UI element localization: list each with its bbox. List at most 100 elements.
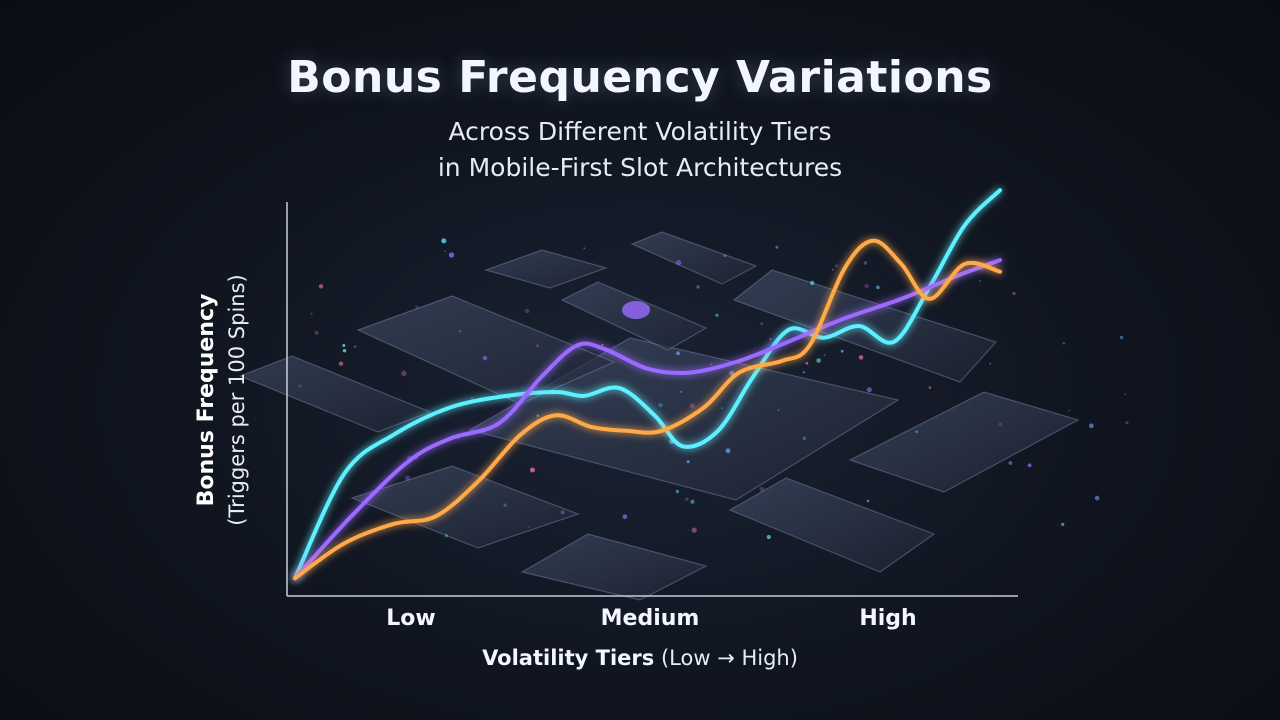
series-orange	[293, 238, 1002, 581]
device-card-bottom	[520, 533, 708, 601]
x-tick-medium: Medium	[600, 606, 700, 631]
bg-dot	[802, 436, 807, 441]
bg-dot	[989, 362, 992, 365]
bg-dot	[353, 345, 357, 349]
bg-dot	[675, 259, 682, 266]
bg-dot	[676, 351, 680, 356]
device-phone-bottom	[728, 477, 936, 573]
bg-dot	[536, 414, 539, 417]
bg-dot	[503, 503, 507, 507]
bg-dot	[1125, 421, 1129, 425]
axes	[286, 202, 1018, 597]
bg-dot	[314, 330, 319, 335]
bg-dot	[444, 250, 447, 253]
bg-dot	[310, 312, 313, 315]
bg-dot	[601, 344, 604, 346]
bg-dot	[805, 361, 809, 365]
phone-glow-disc	[622, 301, 650, 319]
bg-dot	[560, 510, 565, 515]
bg-dot	[715, 313, 719, 317]
bg-dot	[766, 534, 771, 540]
bg-dot	[876, 285, 880, 290]
bg-dot	[1119, 335, 1124, 340]
bg-dot	[1008, 461, 1013, 465]
bg-dot	[1027, 463, 1032, 468]
device-phone-right	[848, 391, 1080, 493]
chart-title: Bonus Frequency Variations	[287, 52, 993, 103]
bg-dot	[759, 486, 765, 492]
bg-dot	[723, 254, 727, 257]
bg-dot	[646, 305, 650, 309]
x-axis-unit: (Low → High)	[660, 646, 798, 670]
x-tick-high: High	[859, 606, 917, 631]
bg-dot	[675, 489, 680, 494]
bg-dot	[1094, 495, 1100, 501]
bg-dot	[863, 261, 868, 265]
bg-dot	[444, 534, 449, 538]
series-line-orange	[293, 238, 1002, 581]
bg-dot	[1068, 409, 1070, 412]
bg-dot	[1061, 522, 1065, 527]
bg-dot	[816, 358, 821, 363]
bg-dot	[915, 430, 918, 434]
bg-dot	[866, 499, 870, 503]
bg-dot	[536, 344, 539, 348]
bg-dot	[690, 499, 695, 504]
bg-dot	[686, 460, 690, 464]
bg-dot	[338, 361, 344, 366]
bg-dot	[696, 285, 700, 289]
bg-dot	[680, 390, 683, 393]
bg-dot	[318, 284, 324, 289]
bg-dot	[823, 354, 826, 357]
bg-dot	[583, 247, 586, 250]
bg-dot	[342, 349, 347, 353]
bg-dot	[530, 467, 535, 473]
y-axis-title: Bonus Frequency (Triggers per 100 Spins)	[192, 274, 252, 526]
device-tablet-left	[238, 355, 432, 433]
bg-dot	[401, 370, 407, 376]
y-axis-label: Bonus Frequency	[194, 293, 219, 507]
bg-dot	[524, 308, 530, 314]
device-card-lower-left	[350, 465, 580, 549]
bg-dot	[691, 527, 697, 533]
subtitle-line-2: in Mobile-First Slot Architectures	[437, 153, 843, 182]
bg-dot	[405, 475, 411, 481]
bg-dot	[840, 349, 844, 353]
bg-dot	[441, 238, 447, 244]
bg-dot	[835, 264, 839, 268]
bg-dot	[720, 407, 723, 410]
bg-dot	[710, 363, 712, 366]
bg-dot	[760, 322, 764, 326]
x-axis-label: Volatility Tiers	[482, 646, 655, 670]
bg-dot	[622, 514, 628, 519]
bg-dot	[769, 338, 772, 341]
bg-dot	[810, 280, 815, 286]
bg-dot	[448, 252, 455, 258]
bg-dot	[658, 403, 663, 408]
bg-dot	[928, 386, 932, 389]
chart-subtitle: Across Different Volatility Tiers in Mob…	[0, 114, 1280, 186]
bg-dot	[978, 279, 982, 283]
series-lines	[293, 188, 1002, 581]
bg-dot	[831, 268, 834, 271]
bg-dot	[685, 497, 689, 501]
bg-dot	[998, 422, 1003, 427]
background-dots	[298, 238, 1129, 540]
bg-dot	[298, 384, 302, 388]
device-phone-top	[630, 231, 758, 285]
series-purple	[293, 258, 1002, 581]
bg-dot	[415, 305, 419, 309]
bg-dot	[689, 403, 696, 409]
series-cyan	[293, 188, 1002, 581]
subtitle-line-1: Across Different Volatility Tiers	[448, 117, 832, 146]
bg-dot	[777, 409, 780, 412]
device-card-extra	[484, 249, 608, 289]
bg-dot	[342, 344, 346, 347]
x-axis-title: Volatility Tiers (Low → High)	[0, 646, 1280, 670]
bg-dot	[1089, 423, 1094, 429]
bg-dot	[1062, 342, 1066, 345]
bg-dot	[775, 245, 779, 249]
bg-dot	[864, 284, 869, 289]
